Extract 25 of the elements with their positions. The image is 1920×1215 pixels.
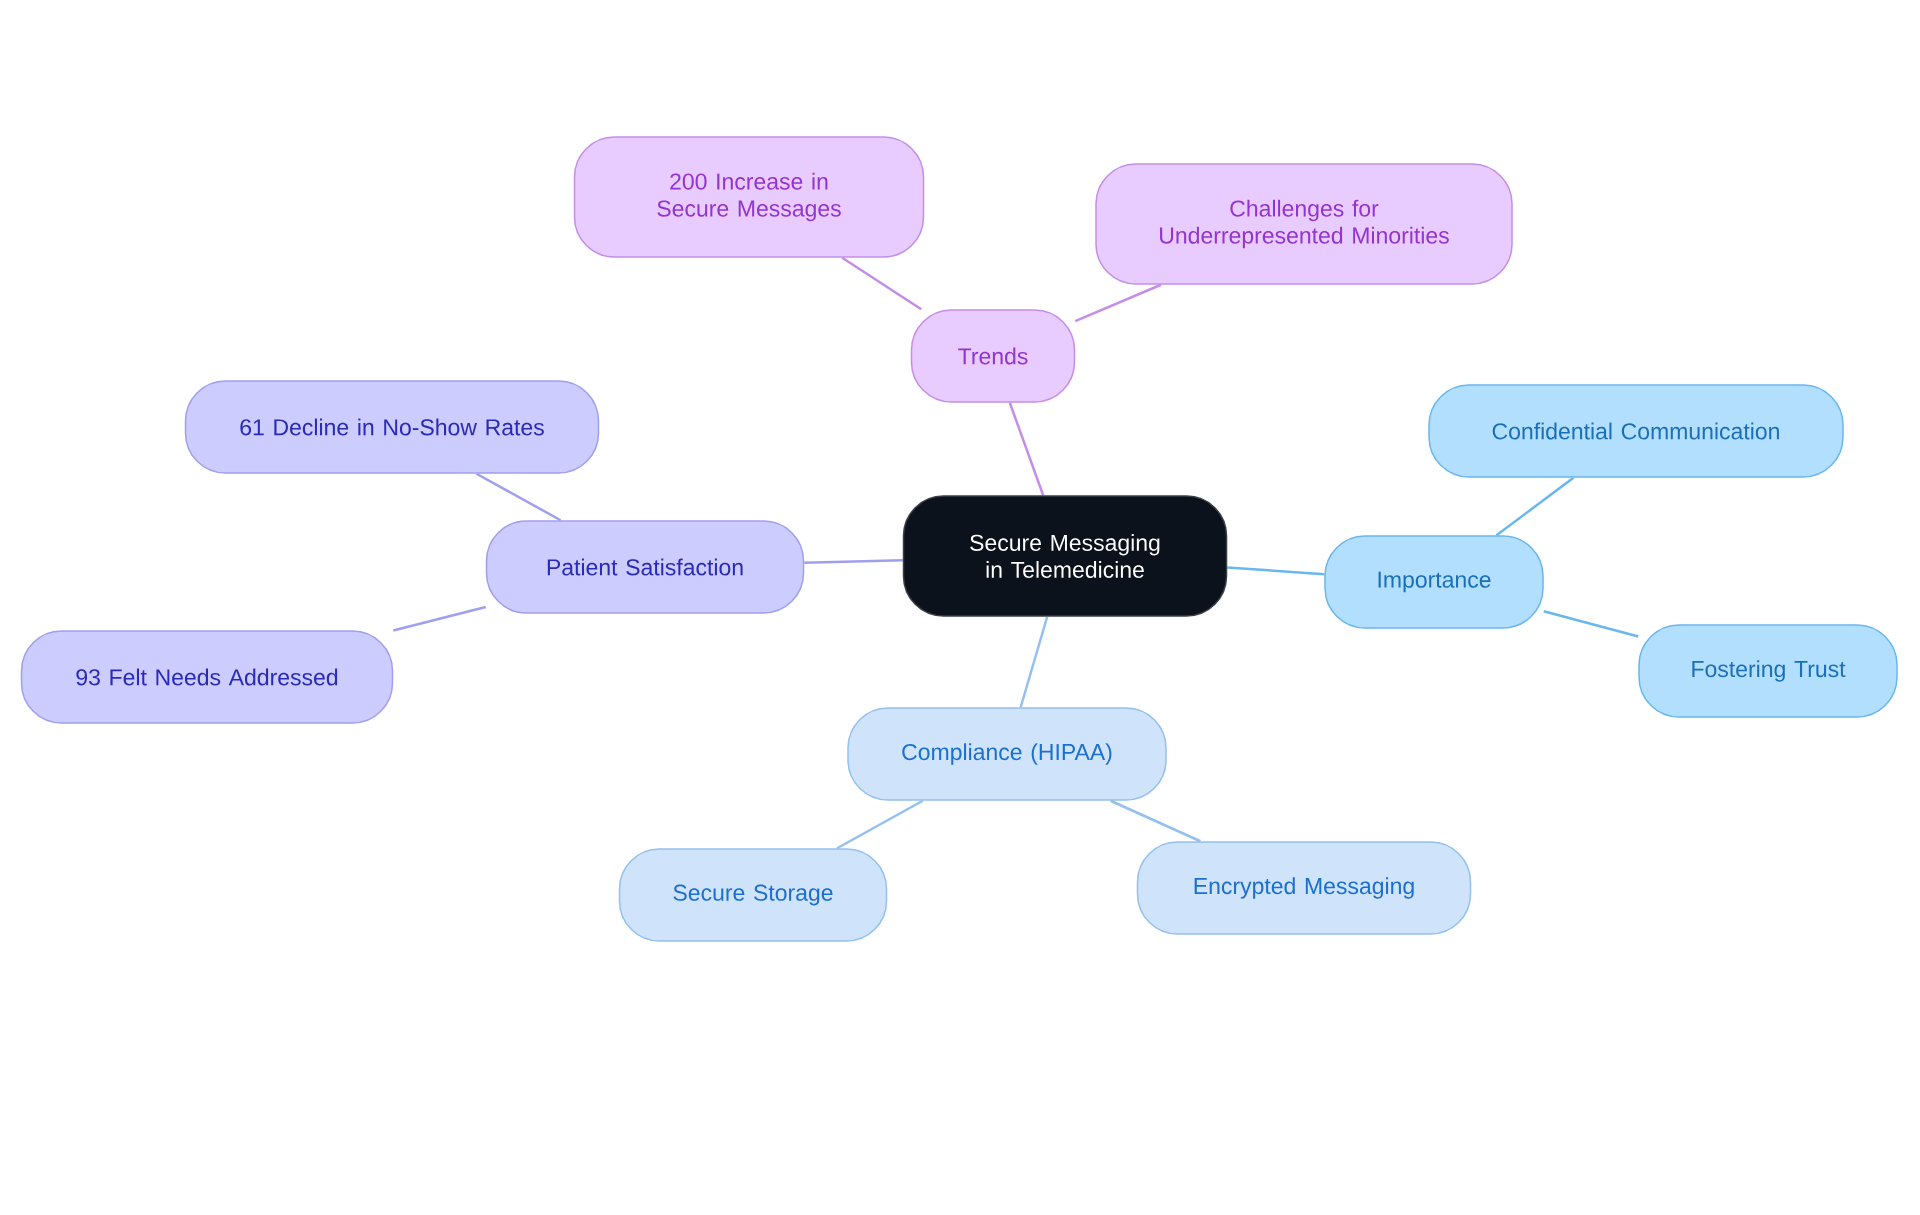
topic-box: Fostering Trust — [1638, 624, 1898, 718]
topic-box: Challenges for Underrepresented Minorities — [1095, 163, 1513, 285]
topic-box: Confidential Communication — [1428, 384, 1844, 478]
topic-box: Patient Satisfaction — [485, 520, 805, 614]
connector-line — [1495, 476, 1575, 537]
connector-line — [1543, 610, 1639, 638]
connector-line — [1019, 616, 1049, 708]
connector-line — [1008, 402, 1045, 496]
topic-box: 200 Increase in Secure Messages — [573, 136, 925, 258]
topic-box: Encrypted Messaging — [1136, 841, 1472, 935]
connector-line — [836, 799, 924, 850]
topic-box: Trends — [910, 309, 1076, 403]
topic-box: 93 Felt Needs Addressed — [20, 630, 394, 724]
connector-line — [1110, 799, 1201, 843]
connector-line — [804, 559, 903, 565]
connector-line — [392, 605, 487, 632]
topic-box: 61 Decline in No-Show Rates — [184, 380, 600, 474]
connector-line — [475, 472, 562, 522]
central-topic-box: Secure Messaging in Telemedicine — [902, 495, 1228, 617]
topic-box: Compliance (HIPAA) — [847, 707, 1167, 801]
topic-box: Importance — [1324, 535, 1544, 629]
connector-line — [1074, 283, 1162, 323]
topic-box: Secure Storage — [618, 848, 888, 942]
connector-line — [1227, 566, 1325, 576]
connector-line — [841, 256, 922, 311]
